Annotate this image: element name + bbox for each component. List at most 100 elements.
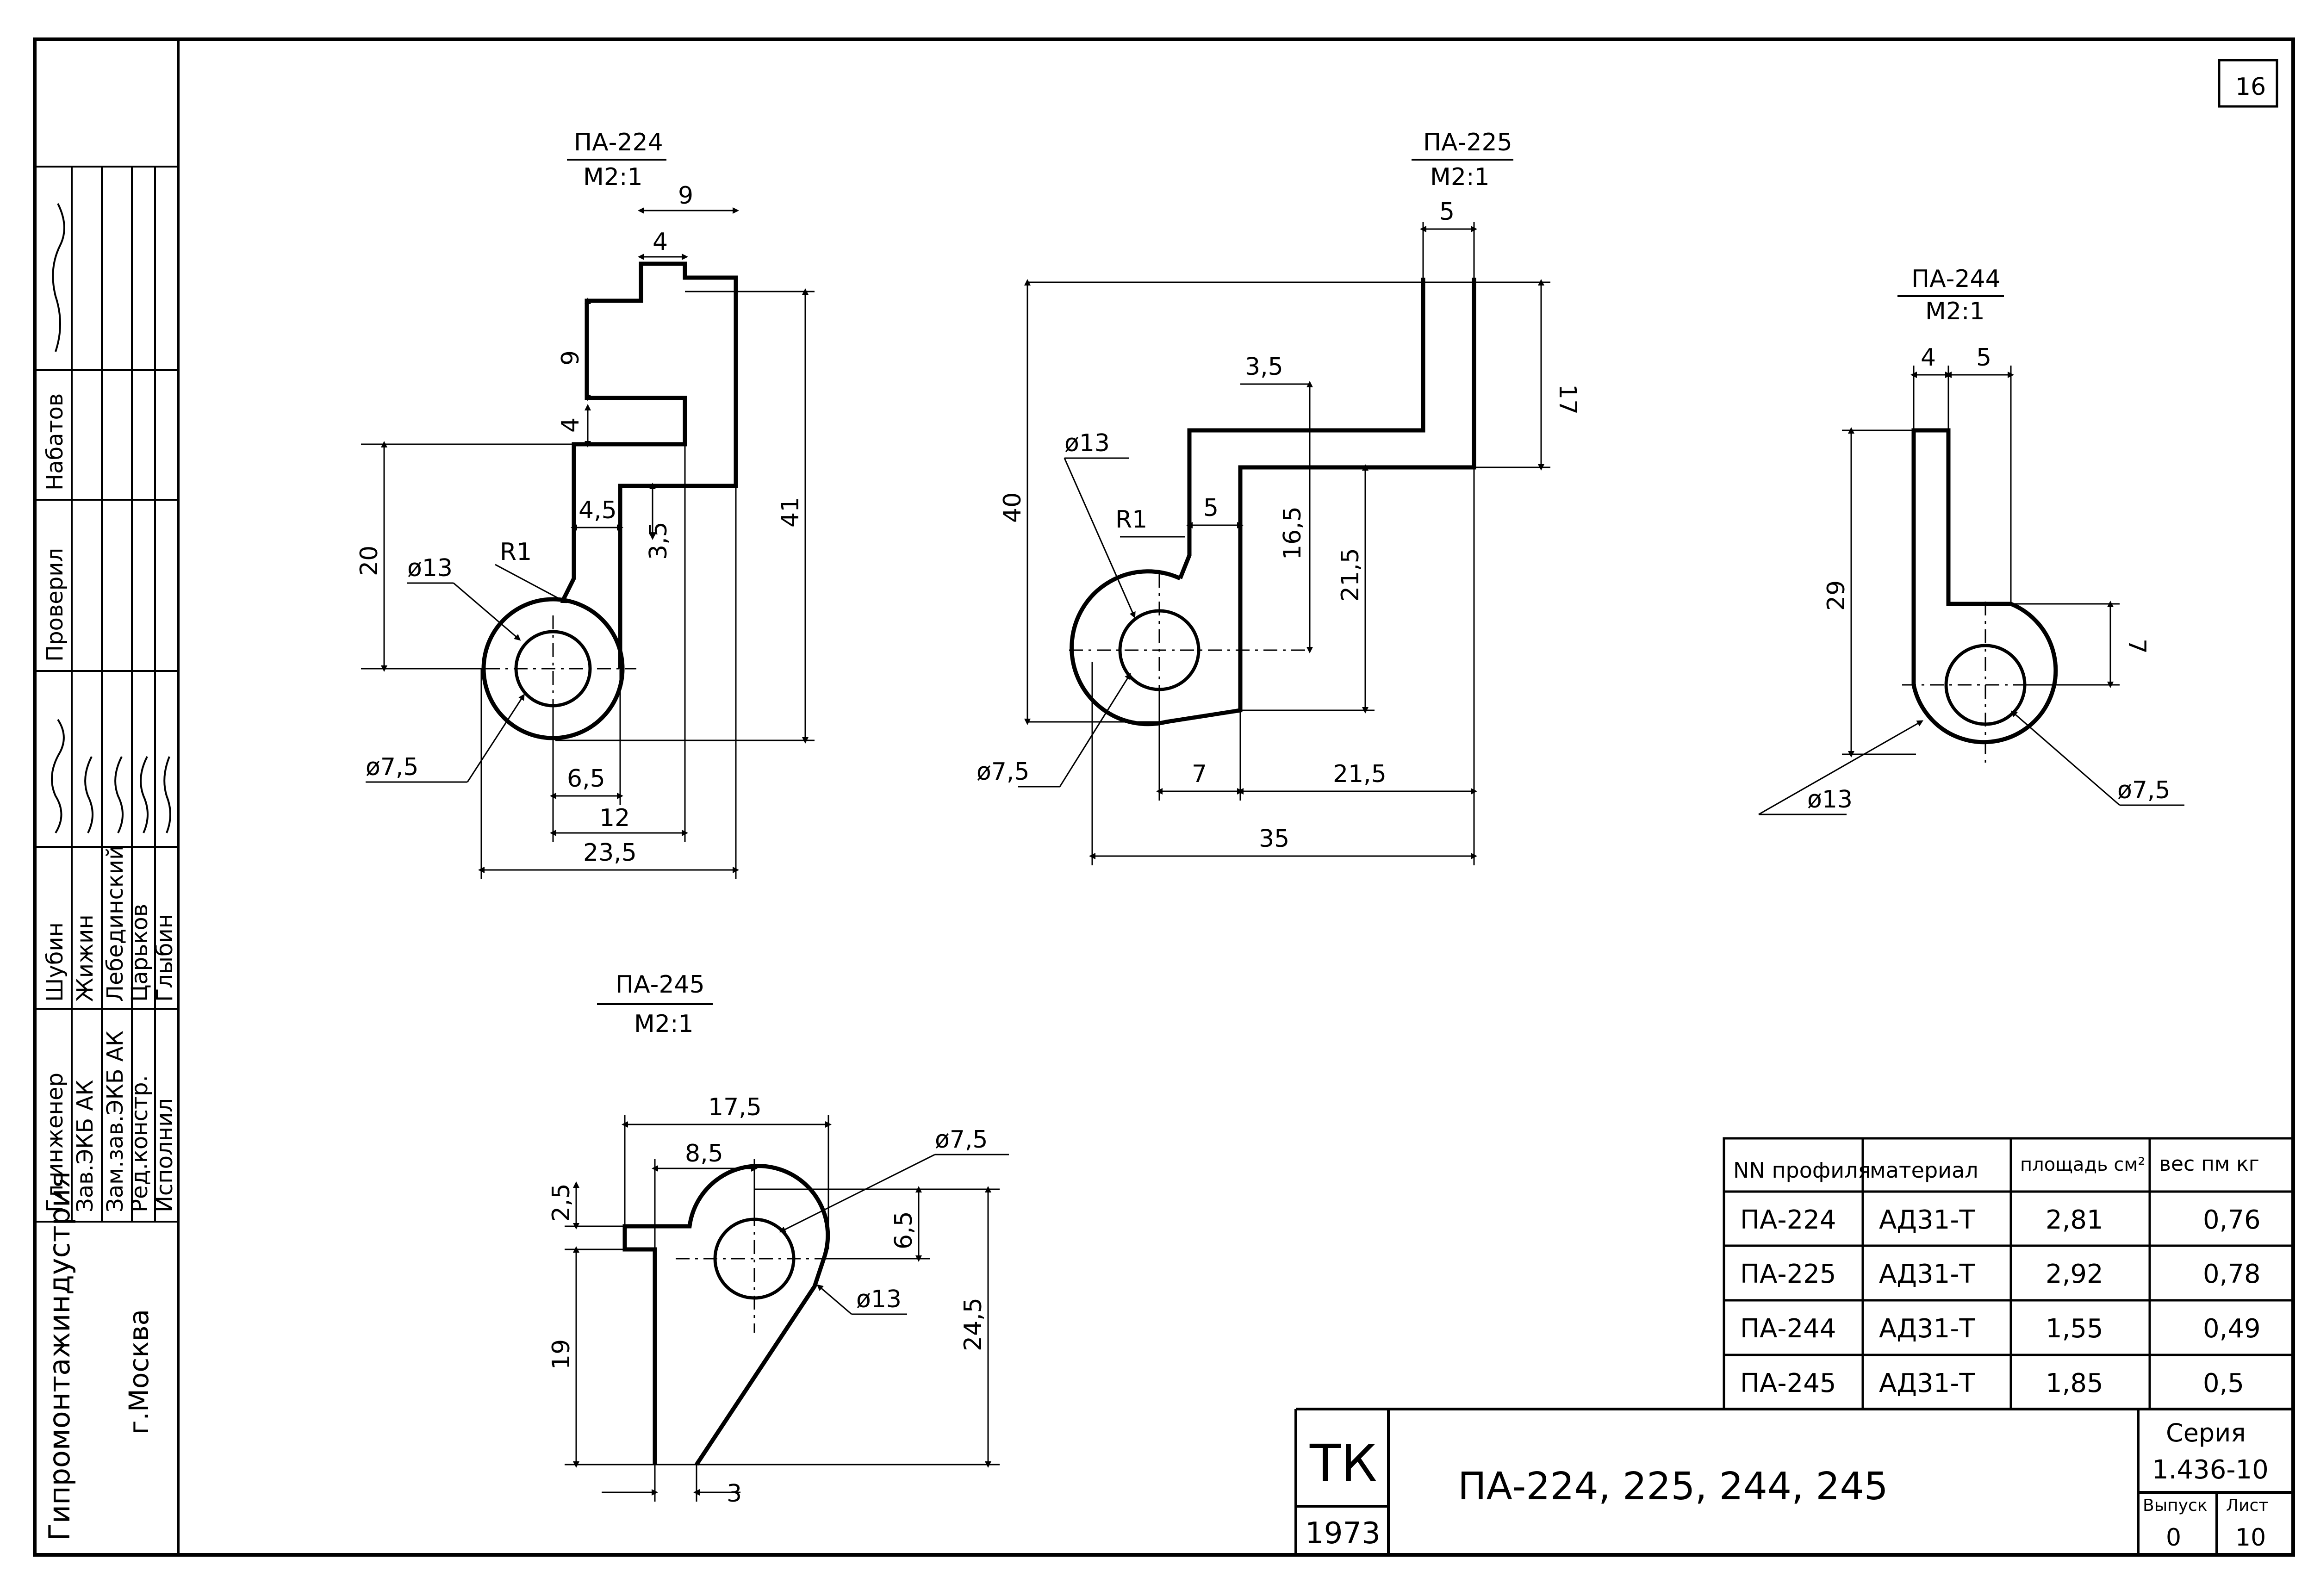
cell-r3-material: АД31-Т: [1879, 1314, 1976, 1344]
pa224-scale: М2:1: [583, 163, 643, 191]
stamp-name-4: Царьков: [127, 904, 153, 1002]
pa245-dim-17-5: 17,5: [708, 1093, 762, 1121]
stamp-institute: Гипромонтажиндустрия: [43, 1171, 76, 1541]
pa225-dim-5b: 5: [1203, 494, 1219, 522]
cell-r1-area: 2,81: [2046, 1205, 2103, 1235]
title-series-number: 1.436-10: [2152, 1455, 2269, 1485]
sheet-number-box: 16: [2218, 59, 2278, 108]
cell-r4-weight: 0,5: [2203, 1368, 2244, 1398]
pa224-dia-outer: ø13: [407, 554, 453, 582]
pa225-dim-17: 17: [1554, 384, 1581, 415]
cell-r2-area: 2,92: [2046, 1259, 2103, 1289]
pa224-dia-inner: ø7,5: [366, 753, 419, 781]
pa224-dim-3-5: 3,5: [645, 522, 672, 560]
stamp-role-4: Ред.констр.: [127, 1075, 153, 1212]
pa245-dia-inner: ø7,5: [935, 1126, 988, 1154]
pa245-dimension-text: 17,5 8,5 2,5 6,5 19 24,5 3 ø13 ø7,5: [547, 1093, 988, 1508]
pa225-dim-35: 35: [1259, 825, 1289, 853]
title-org: ТК: [1309, 1434, 1377, 1493]
stamp-name-3: Лебединский: [102, 845, 128, 1002]
stamp-name-1: Шубин: [42, 922, 68, 1002]
pa225-name: ПА-225: [1423, 129, 1512, 156]
th-material: материал: [1870, 1158, 1978, 1183]
pa225-dimension-text: 5 17 3,5 40 5 16,5 21,5 7 21,5 35 ø13 R1…: [977, 198, 1581, 853]
pa244-centerlines: [1902, 602, 2073, 764]
title-sheet-label: Лист: [2226, 1496, 2268, 1515]
pa225-dim-3-5: 3,5: [1245, 353, 1283, 381]
pa244-shape: [1911, 428, 2058, 745]
stamp-role-5: Исполнил: [152, 1098, 178, 1212]
pa245-dim-8-5: 8,5: [685, 1140, 723, 1168]
pa244-dim-4: 4: [1921, 344, 1936, 372]
cell-r4-material: АД31-Т: [1879, 1368, 1976, 1398]
pa224-radius: R1: [500, 538, 532, 566]
pa225-dim-7: 7: [1192, 760, 1207, 788]
pa225-dim-40: 40: [999, 492, 1026, 523]
stamp-city: г.Москва: [123, 1309, 155, 1435]
pa224-dim-12: 12: [599, 804, 630, 832]
cell-r3-area: 1,55: [2046, 1314, 2103, 1344]
th-profile: NN профиля: [1733, 1158, 1871, 1183]
pa224-dim-23-5: 23,5: [583, 839, 637, 867]
title-issue-label: Выпуск: [2143, 1496, 2208, 1515]
pa244-dimensions: [1758, 366, 2184, 815]
side-stamp: [35, 166, 178, 1223]
title-year: 1973: [1305, 1516, 1381, 1551]
pa245-dim-2-5: 2,5: [547, 1183, 575, 1222]
pa245-dia-outer: ø13: [856, 1285, 902, 1313]
pa225-radius: R1: [1115, 506, 1147, 534]
profile-pa-224: ПА-224 М2:1: [355, 129, 815, 879]
profile-pa-225: ПА-225 М2:1: [977, 129, 1581, 865]
cell-r1-material: АД31-Т: [1879, 1205, 1976, 1235]
pa244-dim-7: 7: [2123, 639, 2151, 654]
pa224-dim-4-5: 4,5: [578, 497, 617, 524]
cell-r4-area: 1,85: [2046, 1368, 2103, 1398]
pa224-dim-4b: 4: [557, 417, 585, 433]
title-drawing-name: ПА-224, 225, 244, 245: [1458, 1465, 1888, 1509]
pa245-dimensions: [565, 1115, 1009, 1502]
cell-r2-profile: ПА-225: [1740, 1259, 1836, 1289]
cell-r2-weight: 0,78: [2203, 1259, 2261, 1289]
pa225-dim-5a: 5: [1439, 198, 1455, 226]
pa245-dim-6-5: 6,5: [890, 1211, 918, 1249]
pa245-scale: М2:1: [634, 1010, 694, 1038]
stamp-name-5: Глыбин: [152, 914, 178, 1002]
th-area: площадь см²: [2020, 1154, 2146, 1175]
pa245-dim-24-5: 24,5: [959, 1298, 987, 1351]
pa224-name: ПА-224: [574, 129, 663, 156]
pa225-dia-outer: ø13: [1064, 429, 1110, 457]
title-series-label: Серия: [2166, 1418, 2246, 1447]
stamp-role-2: Зав.ЭКБ АК: [72, 1080, 98, 1212]
pa224-dim-9b: 9: [557, 350, 585, 366]
pa244-dia-outer: ø13: [1807, 786, 1853, 814]
stamp-signer-2: Набатов: [42, 393, 68, 491]
signature-scribbles: [51, 203, 171, 834]
pa225-dim-21-5a: 21,5: [1337, 548, 1364, 602]
pa225-centerlines: [1069, 574, 1310, 731]
pa244-dia-inner: ø7,5: [2117, 776, 2171, 804]
stamp-signer-1: Проверил: [42, 548, 68, 662]
pa225-scale: М2:1: [1430, 163, 1490, 191]
pa225-shape: [1070, 278, 1476, 727]
cell-r1-profile: ПА-224: [1740, 1205, 1836, 1235]
pa244-dim-29: 29: [1823, 580, 1850, 611]
spec-table: NN профиля материал площадь см² вес пм к…: [1723, 1137, 2295, 1410]
pa245-name: ПА-245: [616, 971, 705, 999]
cell-r3-weight: 0,49: [2203, 1314, 2261, 1344]
profile-pa-245: ПА-245 М2:1: [547, 971, 1009, 1508]
stamp-role-3: Зам.зав.ЭКБ АК: [102, 1031, 128, 1212]
pa245-dim-3: 3: [727, 1480, 742, 1508]
stamp-name-2: Жижин: [72, 914, 98, 1002]
pa225-dimensions: [1018, 222, 1550, 865]
pa224-dimensions: [361, 207, 815, 879]
pa244-dimension-text: 4 5 29 7 ø13 ø7,5: [1807, 344, 2171, 814]
pa224-dimension-text: 9 4 9 4 20 41 4,5 3,5 6,5 12 23,5 ø13 R1…: [355, 182, 804, 867]
title-sheet: 10: [2235, 1524, 2266, 1552]
th-weight: вес пм кг: [2159, 1152, 2259, 1176]
pa224-dim-4a: 4: [653, 228, 668, 256]
pa224-dim-9a: 9: [678, 182, 693, 210]
profile-pa-244: ПА-244 М2:1 4: [1758, 265, 2184, 815]
cell-r2-material: АД31-Т: [1879, 1259, 1976, 1289]
